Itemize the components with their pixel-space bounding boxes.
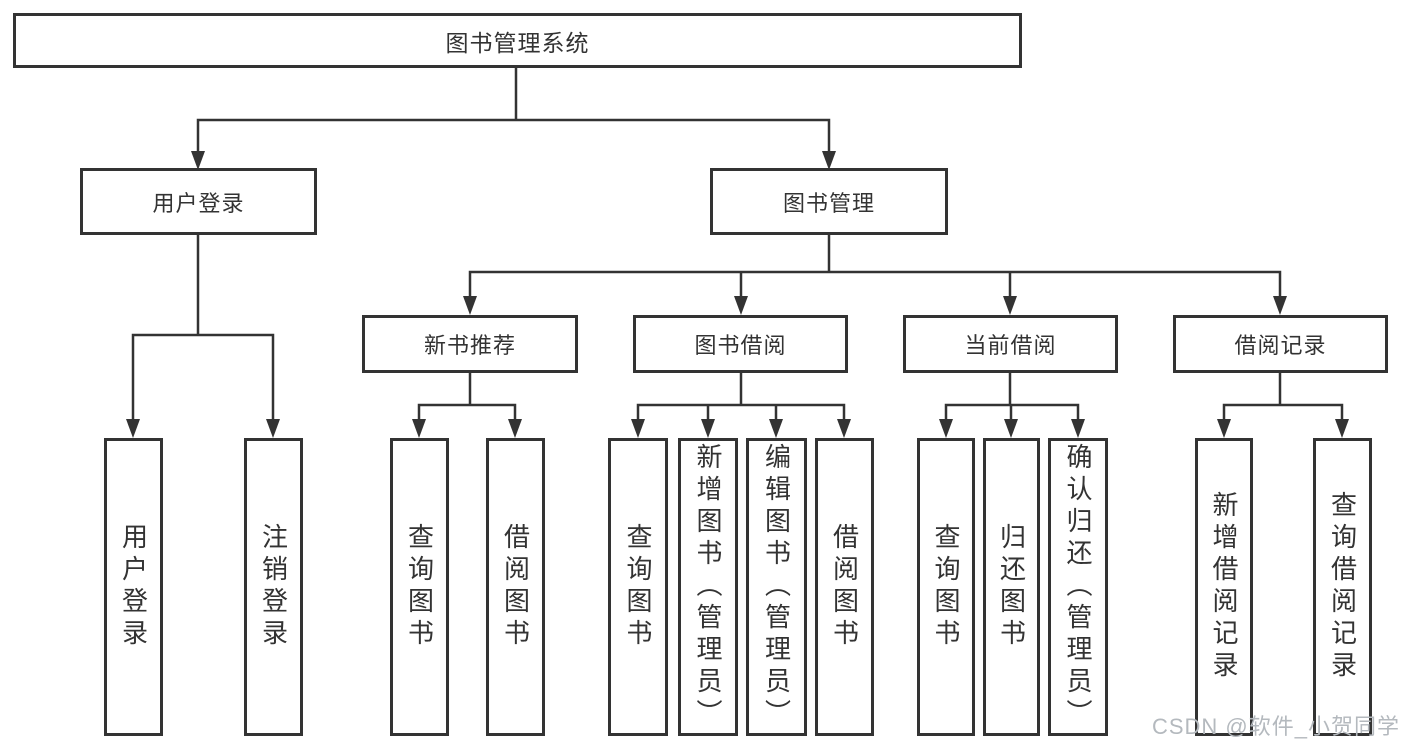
leaf-query-books-borrow-label: 查询图书 — [623, 523, 653, 651]
connector-current-borrow-group — [944, 371, 1080, 423]
node-user-login-label: 用户登录 — [152, 190, 245, 216]
leaf-borrow-books-recommend: 借阅图书 — [486, 438, 545, 736]
connector-root-to-level2 — [196, 66, 831, 155]
leaf-add-borrow-record: 新增借阅记录 — [1195, 438, 1253, 736]
leaf-query-books-recommend: 查询图书 — [390, 438, 449, 736]
leaf-user-login-label: 用户登录 — [118, 523, 149, 651]
leaf-query-books-current: 查询图书 — [917, 438, 975, 736]
connector-user-login-group — [131, 233, 275, 423]
node-new-book-recommend-label: 新书推荐 — [423, 333, 516, 358]
leaf-logout-label: 注销登录 — [258, 523, 289, 651]
connector-book-borrow-group — [636, 371, 846, 423]
node-borrow-records-label: 借阅记录 — [1234, 333, 1327, 358]
node-book-borrow: 图书借阅 — [633, 315, 848, 373]
leaf-query-books-recommend-label: 查询图书 — [404, 523, 435, 651]
node-current-borrow: 当前借阅 — [903, 315, 1118, 373]
node-book-management: 图书管理 — [710, 168, 948, 235]
watermark: CSDN @软件_小贺同学 — [1151, 714, 1400, 739]
leaf-add-books-admin-label: 新增图书（管理员） — [693, 443, 723, 731]
leaf-edit-books-admin: 编辑图书（管理员） — [746, 438, 807, 736]
node-current-borrow-label: 当前借阅 — [964, 333, 1057, 358]
connector-book-management-group — [468, 233, 1282, 300]
leaf-borrow-books: 借阅图书 — [815, 438, 874, 736]
leaf-confirm-return-admin: 确认归还（管理员） — [1048, 438, 1108, 736]
leaf-query-borrow-record: 查询借阅记录 — [1313, 438, 1372, 736]
leaf-return-books-label: 归还图书 — [996, 523, 1027, 651]
connector-borrow-record-group — [1222, 371, 1344, 423]
leaf-confirm-return-admin-label: 确认归还（管理员） — [1063, 443, 1093, 731]
leaf-edit-books-admin-label: 编辑图书（管理员） — [761, 443, 792, 731]
leaf-user-login: 用户登录 — [104, 438, 163, 736]
leaf-borrow-books-recommend-label: 借阅图书 — [500, 523, 531, 651]
node-user-login: 用户登录 — [80, 168, 317, 235]
node-root: 图书管理系统 — [13, 13, 1022, 68]
leaf-query-books-borrow: 查询图书 — [608, 438, 668, 736]
leaf-add-books-admin: 新增图书（管理员） — [678, 438, 738, 736]
node-book-borrow-label: 图书借阅 — [694, 333, 787, 358]
node-new-book-recommend: 新书推荐 — [362, 315, 578, 373]
node-borrow-records: 借阅记录 — [1173, 315, 1388, 373]
leaf-query-books-current-label: 查询图书 — [931, 523, 961, 651]
arrowheads — [126, 151, 1349, 438]
connector-new-book-group — [417, 371, 517, 423]
leaf-add-borrow-record-label: 新增借阅记录 — [1209, 491, 1239, 683]
leaf-borrow-books-label: 借阅图书 — [829, 523, 860, 651]
leaf-logout: 注销登录 — [244, 438, 303, 736]
node-book-management-label: 图书管理 — [782, 190, 875, 216]
leaf-return-books: 归还图书 — [983, 438, 1040, 736]
leaf-query-borrow-record-label: 查询借阅记录 — [1327, 491, 1358, 683]
node-root-label: 图书管理系统 — [445, 29, 590, 56]
